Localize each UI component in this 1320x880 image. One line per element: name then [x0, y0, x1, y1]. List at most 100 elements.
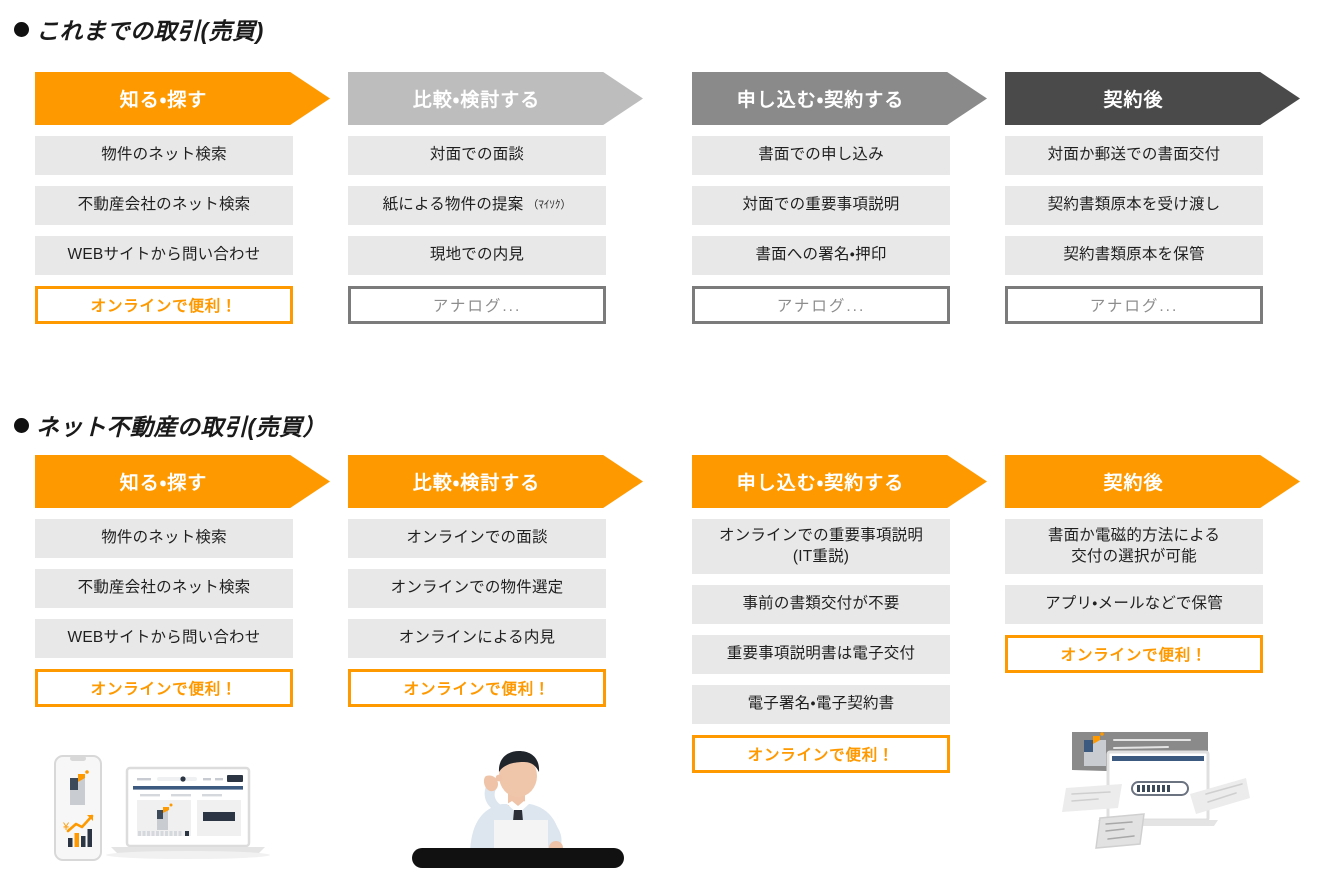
item-text: 不動産会社のネット検索: [77, 196, 251, 214]
item-box: 書面か電磁的方法による交付の選択が可能: [1005, 519, 1263, 574]
item-list: 物件のネット検索 不動産会社のネット検索 WEBサイトから問い合わせ: [35, 136, 293, 275]
item-text: 書面での申し込み: [758, 146, 884, 164]
item-box: アプリ・メールなどで保管: [1005, 585, 1263, 624]
businessman-on-phone-with-laptop-illustration: [398, 748, 638, 868]
item-text: オンラインによる内見: [398, 629, 556, 647]
item-box: 紙による物件の提案 （ﾏｲｿｸ）: [348, 186, 606, 225]
status-tag-label: オンラインで便利！: [90, 298, 238, 315]
stage-column-post-contract-legacy: 契約後 対面か郵送での書面交付 契約書類原本を受け渡し 契約書類原本を保管 アナ…: [1005, 72, 1300, 324]
documents-into-computer-illustration: [1040, 718, 1272, 868]
item-text: オンラインでの面談: [406, 529, 548, 547]
item-box: 契約書類原本を受け渡し: [1005, 186, 1263, 225]
smartphone-and-laptop-illustration: ¥: [45, 752, 303, 867]
stage-arrow-apply-contract-legacy: 申し込む・契約する: [692, 72, 987, 125]
item-text: 紙による物件の提案: [382, 196, 524, 214]
item-text: 書面か電磁的方法による交付の選択が可能: [1047, 526, 1221, 565]
stage-arrow-post-contract-online: 契約後: [1005, 455, 1300, 508]
item-box: 現地での内見: [348, 236, 606, 275]
item-box: WEBサイトから問い合わせ: [35, 236, 293, 275]
section-2-heading-text: ネット不動産の取引(売買）: [36, 414, 327, 440]
item-box: 物件のネット検索: [35, 136, 293, 175]
status-tag-online: オンラインで便利！: [1005, 635, 1263, 673]
item-list: 対面か郵送での書面交付 契約書類原本を受け渡し 契約書類原本を保管: [1005, 136, 1263, 275]
status-tag-online: オンラインで便利！: [692, 735, 950, 773]
item-box: オンラインによる内見: [348, 619, 606, 658]
bullet-icon: [14, 417, 29, 433]
stage-label: 比較・検討する: [412, 90, 541, 111]
stage-arrow-post-contract-legacy: 契約後: [1005, 72, 1300, 125]
item-list: オンラインでの面談 オンラインでの物件選定 オンラインによる内見: [348, 519, 606, 658]
stage-column-apply-contract-legacy: 申し込む・契約する 書面での申し込み 対面での重要事項説明 書面への署名・押印 …: [692, 72, 987, 324]
item-box: 対面での重要事項説明: [692, 186, 950, 225]
status-tag-label: オンラインで便利！: [403, 681, 551, 698]
item-text: 重要事項説明書は電子交付: [726, 645, 916, 663]
item-text: 物件のネット検索: [101, 146, 227, 164]
item-box: 物件のネット検索: [35, 519, 293, 558]
item-box: 対面での面談: [348, 136, 606, 175]
item-text: 対面での面談: [429, 146, 525, 164]
item-box: 対面か郵送での書面交付: [1005, 136, 1263, 175]
svg-text:¥: ¥: [62, 821, 70, 833]
stage-arrow-compare-online: 比較・検討する: [348, 455, 643, 508]
stage-column-know-search-online: 知る・探す 物件のネット検索 不動産会社のネット検索 WEBサイトから問い合わせ…: [35, 455, 330, 707]
item-box: 電子署名・電子契約書: [692, 685, 950, 724]
item-box: 重要事項説明書は電子交付: [692, 635, 950, 674]
item-text: オンラインでの重要事項説明(IT重説): [718, 526, 924, 565]
item-text: 契約書類原本を受け渡し: [1047, 196, 1221, 214]
item-box: オンラインでの物件選定: [348, 569, 606, 608]
stage-arrow-know-search-legacy: 知る・探す: [35, 72, 330, 125]
item-subtext: （ﾏｲｿｸ）: [527, 199, 572, 212]
stage-column-post-contract-online: 契約後 書面か電磁的方法による交付の選択が可能 アプリ・メールなどで保管 オンラ…: [1005, 455, 1300, 673]
item-text: 契約書類原本を保管: [1063, 246, 1205, 264]
section-1-heading-text: これまでの取引(売買): [36, 18, 264, 44]
stage-label: 知る・探す: [119, 90, 208, 111]
status-tag-analog: アナログ...: [1005, 286, 1263, 324]
status-tag-label: アナログ...: [776, 298, 866, 315]
stage-label: 知る・探す: [119, 473, 208, 494]
item-box: オンラインでの重要事項説明(IT重説): [692, 519, 950, 574]
status-tag-analog: アナログ...: [692, 286, 950, 324]
item-text: 現地での内見: [429, 246, 525, 264]
item-text: 事前の書類交付が不要: [742, 595, 900, 613]
stage-column-compare-legacy: 比較・検討する 対面での面談 紙による物件の提案 （ﾏｲｿｸ） 現地での内見 ア…: [348, 72, 643, 324]
item-box: 契約書類原本を保管: [1005, 236, 1263, 275]
stage-column-compare-online: 比較・検討する オンラインでの面談 オンラインでの物件選定 オンラインによる内見…: [348, 455, 643, 707]
status-tag-analog: アナログ...: [348, 286, 606, 324]
item-text: アプリ・メールなどで保管: [1045, 595, 1223, 613]
item-list: 書面か電磁的方法による交付の選択が可能 アプリ・メールなどで保管: [1005, 519, 1263, 624]
item-list: 対面での面談 紙による物件の提案 （ﾏｲｿｸ） 現地での内見: [348, 136, 606, 275]
item-box: WEBサイトから問い合わせ: [35, 619, 293, 658]
item-text: 書面への署名・押印: [755, 246, 887, 264]
item-list: 書面での申し込み 対面での重要事項説明 書面への署名・押印: [692, 136, 950, 275]
item-text: WEBサイトから問い合わせ: [67, 246, 261, 264]
item-text: 対面か郵送での書面交付: [1047, 146, 1221, 164]
item-box: 不動産会社のネット検索: [35, 569, 293, 608]
status-tag-label: アナログ...: [432, 298, 522, 315]
section-1-heading: これまでの取引(売買): [14, 12, 264, 46]
item-text: 物件のネット検索: [101, 529, 227, 547]
stage-label: 申し込む・契約する: [736, 473, 905, 494]
status-tag-label: アナログ...: [1089, 298, 1179, 315]
item-text: 不動産会社のネット検索: [77, 579, 251, 597]
status-tag-label: オンラインで便利！: [90, 681, 238, 698]
stage-label: 契約後: [1103, 90, 1164, 111]
bullet-icon: [14, 21, 29, 37]
item-text: オンラインでの物件選定: [390, 579, 564, 597]
stage-arrow-know-search-online: 知る・探す: [35, 455, 330, 508]
stage-column-apply-contract-online: 申し込む・契約する オンラインでの重要事項説明(IT重説) 事前の書類交付が不要…: [692, 455, 987, 773]
status-tag-label: オンラインで便利！: [747, 747, 895, 764]
status-tag-online: オンラインで便利！: [348, 669, 606, 707]
item-box: オンラインでの面談: [348, 519, 606, 558]
item-text: WEBサイトから問い合わせ: [67, 629, 261, 647]
stage-arrow-compare-legacy: 比較・検討する: [348, 72, 643, 125]
item-list: オンラインでの重要事項説明(IT重説) 事前の書類交付が不要 重要事項説明書は電…: [692, 519, 950, 724]
stage-label: 契約後: [1103, 473, 1164, 494]
item-box: 事前の書類交付が不要: [692, 585, 950, 624]
stage-column-know-search-legacy: 知る・探す 物件のネット検索 不動産会社のネット検索 WEBサイトから問い合わせ…: [35, 72, 330, 324]
item-box: 書面への署名・押印: [692, 236, 950, 275]
item-list: 物件のネット検索 不動産会社のネット検索 WEBサイトから問い合わせ: [35, 519, 293, 658]
status-tag-online: オンラインで便利！: [35, 286, 293, 324]
status-tag-online: オンラインで便利！: [35, 669, 293, 707]
status-tag-label: オンラインで便利！: [1060, 647, 1208, 664]
